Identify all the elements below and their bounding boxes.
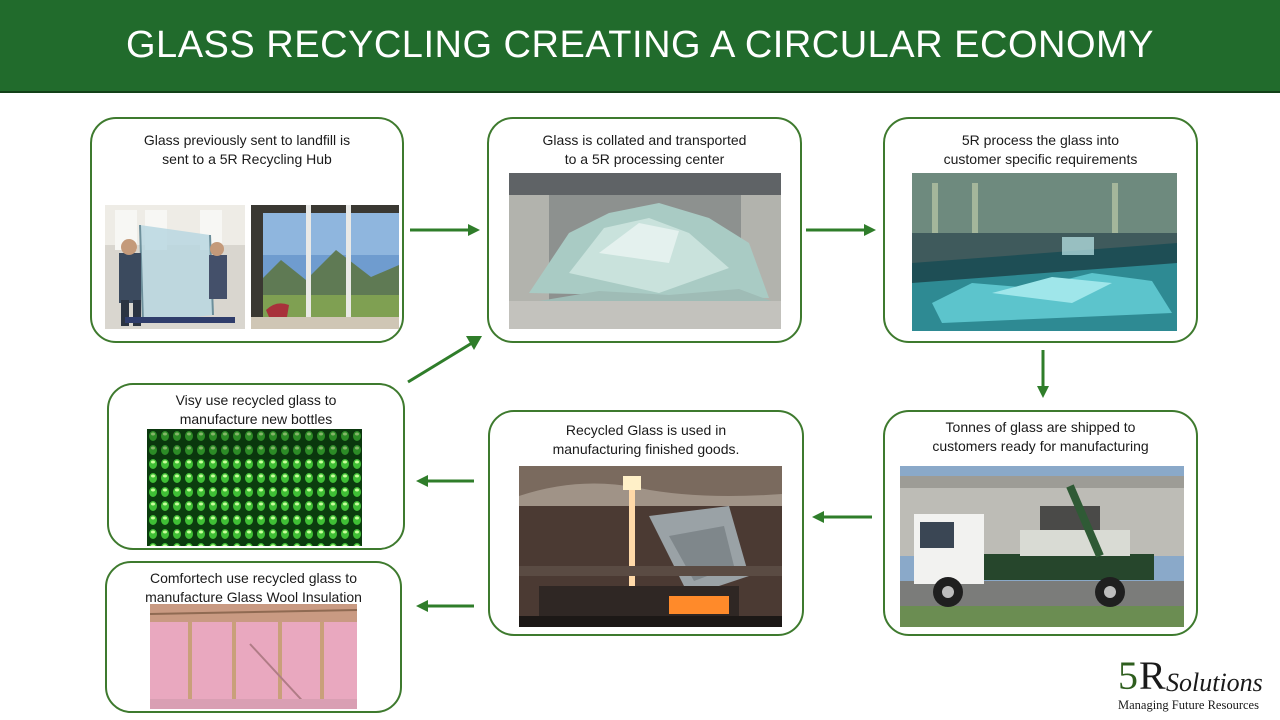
arrow-right-icon: [806, 224, 876, 236]
arrow-down-icon: [1037, 350, 1049, 398]
logo-tagline: Managing Future Resources: [1118, 698, 1259, 712]
step-card-visy-bottles: Visy use recycled glass to manufacture n…: [107, 383, 405, 550]
title-banner: GLASS RECYCLING CREATING A CIRCULAR ECON…: [0, 0, 1280, 93]
step-card-shipping: Tonnes of glass are shipped to customers…: [883, 410, 1198, 636]
step-caption: Glass previously sent to landfill is sen…: [143, 132, 351, 167]
step-caption: Comfortech use recycled glass to manufac…: [145, 570, 362, 605]
step-caption: Recycled Glass is used in manufacturing …: [552, 422, 740, 457]
molten-glass-furnace-photo: [519, 466, 782, 627]
arrow-left-icon: [812, 511, 872, 523]
arrow-left-icon: [416, 600, 474, 612]
workers-carrying-glass-panel-photo: [105, 205, 245, 329]
pink-glass-wool-insulation-photo: [150, 604, 357, 709]
arrow-right-icon: [410, 224, 480, 236]
step-card-manufacturing: Recycled Glass is used in manufacturing …: [488, 410, 804, 636]
step-card-processing: 5R process the glass into customer speci…: [883, 117, 1198, 343]
arrow-up-right-icon: [407, 336, 482, 384]
arrow-left-icon: [416, 475, 474, 487]
step-card-collation: Glass is collated and transported to a 5…: [487, 117, 802, 343]
green-glass-bottles-photo: [147, 429, 362, 546]
page-title: GLASS RECYCLING CREATING A CIRCULAR ECON…: [126, 24, 1154, 66]
step-caption: Tonnes of glass are shipped to customers…: [932, 419, 1149, 454]
logo-mark: R: [1139, 653, 1166, 698]
step-caption: Visy use recycled glass to manufacture n…: [175, 392, 337, 427]
step-caption: Glass is collated and transported to a 5…: [542, 132, 747, 167]
skip-bin-truck-photo: [900, 466, 1184, 627]
glass-window-mountain-view-photo: [251, 205, 399, 329]
glass-cullet-conveyor-photo: [912, 173, 1177, 331]
step-card-comfortech-insulation: Comfortech use recycled glass to manufac…: [105, 561, 402, 713]
crushed-glass-pile-photo: [509, 173, 781, 329]
logo-wordmark: Solutions: [1166, 668, 1263, 697]
5r-solutions-logo: 5 R Solutions Managing Future Resources: [1112, 654, 1272, 714]
step-caption: 5R process the glass into customer speci…: [943, 132, 1138, 167]
logo-mark: 5: [1118, 653, 1138, 698]
step-card-landfill: Glass previously sent to landfill is sen…: [90, 117, 404, 343]
